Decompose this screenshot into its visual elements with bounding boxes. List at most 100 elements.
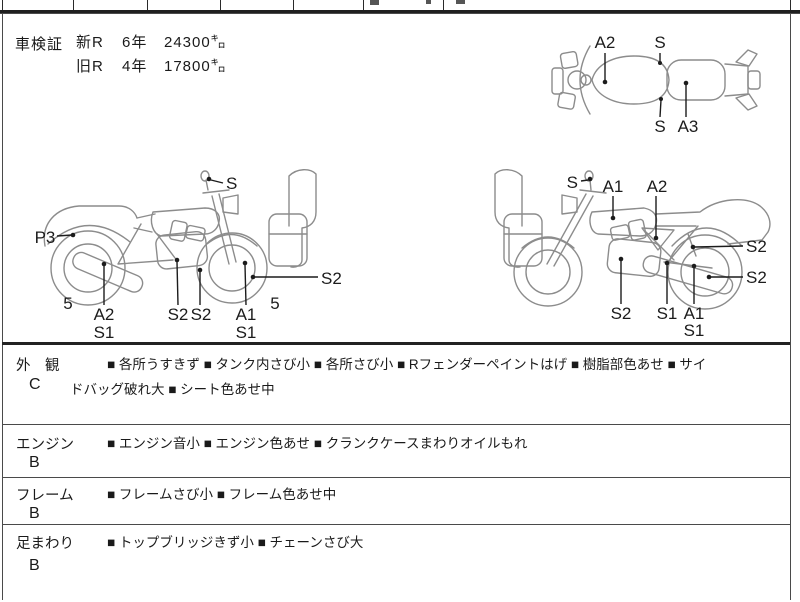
table-divider <box>2 0 3 10</box>
motorcycle-left-side-sketch <box>43 169 317 306</box>
table-row-frame: フレーム B ■ フレームさび小 ■ フレーム色あせ中 <box>2 478 790 525</box>
diagram-label: A1 <box>684 304 705 323</box>
row-label: 外 観 <box>16 358 60 374</box>
rear-wheel-rim <box>63 243 113 293</box>
headlight <box>561 194 578 215</box>
handlebar <box>579 179 607 194</box>
diagram-label: A3 <box>678 117 699 136</box>
cropped-text-fragment <box>370 0 379 5</box>
diagram-label: 5 <box>63 294 72 313</box>
diagram-label: S2 <box>321 269 342 288</box>
diagram-label: S <box>654 117 665 136</box>
row-label: 足まわり <box>16 536 74 552</box>
steering-head <box>567 70 587 90</box>
mirror <box>200 170 210 182</box>
diagram-label: S1 <box>94 323 115 342</box>
fuel-tank <box>591 55 670 105</box>
sheet-border-right <box>790 13 791 600</box>
shaken-title: 車検証 <box>15 36 64 53</box>
carburetor <box>168 219 188 242</box>
windshield <box>579 45 591 115</box>
engine-cover <box>609 224 631 241</box>
diagram-label: S <box>226 174 237 193</box>
table-divider <box>790 0 791 10</box>
table-row-exterior: 外 観 C ■ 各所うすきず ■ タンク内さび小 ■ 各所さび小 ■ Rフェンダ… <box>2 345 790 425</box>
shaken-era-new: 新R <box>76 34 104 51</box>
front-fork <box>546 193 594 267</box>
frame-tubes <box>117 223 176 265</box>
sheet-border-top <box>0 13 800 14</box>
rear-fender <box>47 224 131 245</box>
tail-light <box>747 70 761 90</box>
table-divider <box>147 0 148 10</box>
table-divider <box>443 0 444 10</box>
shaken-years-old: 4年 <box>122 58 148 75</box>
front-wheel-rim <box>525 249 571 295</box>
left-view-annotations: S P3 5 A2 S1 S2 S2 A1 S1 5 S2 <box>35 174 342 342</box>
motorcycle-top-view-sketch <box>551 45 761 115</box>
front-fork <box>211 193 237 265</box>
diagram-label: S2 <box>746 237 767 256</box>
handlebar-grip <box>559 50 579 69</box>
grade-value: C <box>29 376 41 393</box>
shaken-era-old: 旧R <box>76 58 104 75</box>
shaken-mileage-old: 17800㌔ <box>164 58 227 75</box>
rear-wheel <box>50 230 126 306</box>
front-cluster <box>551 67 564 95</box>
grade-value: B <box>29 454 40 471</box>
headlight <box>222 194 239 215</box>
front-fender <box>206 233 258 247</box>
row-items: ■ トップブリッジきず小 ■ チェーンさび大 <box>107 535 364 550</box>
fuel-tank <box>589 207 658 237</box>
diagram-label: S2 <box>746 268 767 287</box>
diagram-label: S1 <box>657 304 678 323</box>
front-wheel <box>513 237 583 307</box>
grade-value: B <box>29 505 40 522</box>
rear-wheel-rim <box>680 247 730 297</box>
side-bag-pouch <box>503 213 543 267</box>
table-divider <box>293 0 294 10</box>
front-wheel-rim <box>208 244 256 292</box>
cropped-text-fragment <box>426 0 431 4</box>
table-divider <box>73 0 74 10</box>
side-bag-top <box>494 169 523 268</box>
carburetor <box>627 218 647 241</box>
diagram-label: S <box>567 173 578 192</box>
diagram-label: A1 <box>603 177 624 196</box>
engine <box>606 238 662 278</box>
grade-value: B <box>29 557 40 574</box>
diagram-label: P3 <box>35 228 56 247</box>
table-divider <box>363 0 364 10</box>
diagram-label: S2 <box>191 305 212 324</box>
side-bag-top <box>288 169 317 268</box>
diagram-label: A2 <box>647 177 668 196</box>
rear-wheel <box>667 234 743 310</box>
front-fender <box>521 236 575 249</box>
motorcycle-top-view-diagram: A2 S S A3 <box>551 33 761 136</box>
row-items: ■ エンジン音小 ■ エンジン色あせ ■ クランクケースまわりオイルもれ <box>107 436 528 451</box>
frame-tubes <box>645 225 713 269</box>
muffler <box>642 255 734 295</box>
condition-notes-table: 外 観 C ■ 各所うすきず ■ タンク内さび小 ■ 各所さび小 ■ Rフェンダ… <box>2 342 790 602</box>
row-items: ■ フレームさび小 ■ フレーム色あせ中 <box>107 487 337 502</box>
diagram-label: S2 <box>611 304 632 323</box>
shaken-years-new: 6年 <box>122 34 148 51</box>
tail-section <box>724 63 749 97</box>
seat <box>666 59 726 101</box>
table-divider <box>220 0 221 10</box>
engine-cover <box>185 224 206 242</box>
row-label: フレーム <box>16 488 74 504</box>
row-label: エンジン <box>16 437 74 453</box>
cropped-text-fragment <box>456 0 465 4</box>
diagram-label: A2 <box>94 305 115 324</box>
steering-head <box>580 74 592 86</box>
seat-and-tail <box>655 199 771 245</box>
handlebar <box>202 179 230 194</box>
diagram-label: A1 <box>236 305 257 324</box>
cropped-table-strip <box>0 0 800 13</box>
diagram-label: S1 <box>684 321 705 340</box>
motorcycle-right-side-sketch <box>494 169 771 310</box>
handlebar-grip <box>557 91 576 110</box>
footpeg <box>735 49 758 67</box>
top-view-annotations: A2 S S A3 <box>595 33 699 136</box>
